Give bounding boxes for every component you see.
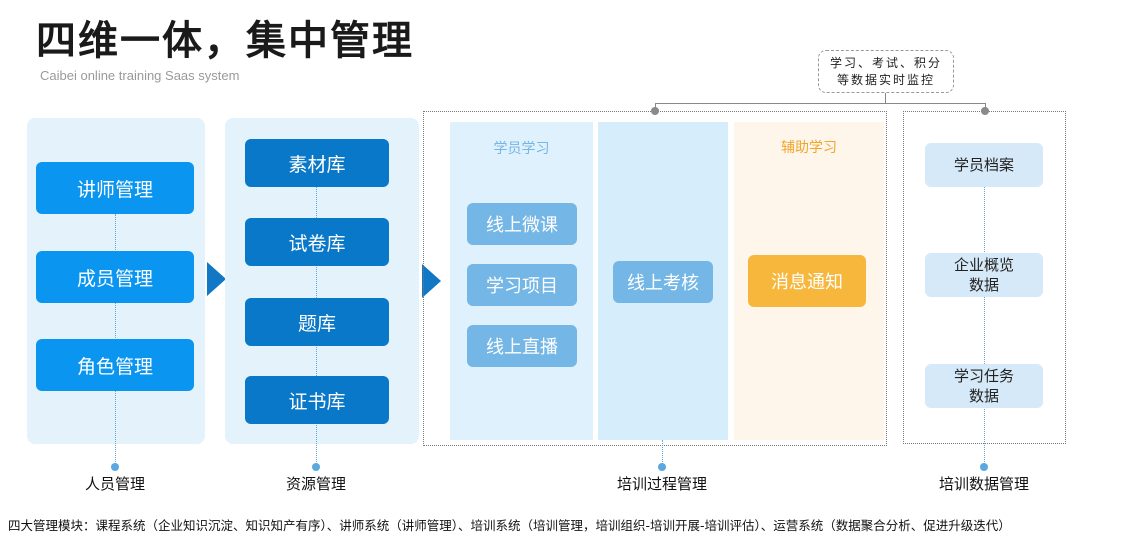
exam-paper-library-button[interactable]: 试卷库 (245, 218, 389, 266)
resource-label: 资源管理 (285, 475, 346, 493)
learning-task-box[interactable]: 学习任务 数据 (925, 364, 1043, 408)
online-live-button[interactable]: 线上直播 (467, 325, 577, 367)
bracket-stem (885, 93, 886, 103)
page-title: 四维一体，集中管理 (36, 18, 414, 64)
certificate-library-button[interactable]: 证书库 (245, 376, 389, 424)
lecturer-management-button[interactable]: 讲师管理 (36, 162, 194, 214)
student-archive-line1: 学员档案 (953, 156, 1014, 174)
assist-learning-header: 辅助学习 (781, 140, 837, 156)
callout-line2: 等数据实时监控 (836, 72, 935, 87)
online-microcourse-button[interactable]: 线上微课 (467, 203, 577, 245)
bracket-right-dot (981, 107, 989, 115)
footer-description: 四大管理模块：课程系统（企业知识沉淀、知识知产有序）、讲师系统（讲师管理）、培训… (8, 518, 1011, 533)
arrow-right-icon (422, 264, 441, 298)
personnel-endpoint-dot (111, 463, 119, 471)
bracket-left-dot (651, 107, 659, 115)
data-label: 培训数据管理 (938, 475, 1029, 493)
personnel-label: 人员管理 (84, 475, 145, 493)
message-notification-button[interactable]: 消息通知 (748, 255, 866, 307)
student-archive-box[interactable]: 学员档案 (925, 143, 1043, 187)
learning-task-line2: 数据 (968, 387, 999, 405)
enterprise-overview-line2: 数据 (968, 276, 999, 294)
enterprise-overview-line1: 企业概览 (953, 256, 1014, 274)
data-endpoint-dot (980, 463, 988, 471)
monitoring-callout: 学习、考试、积分 等数据实时监控 (818, 50, 954, 93)
data-connector (984, 186, 985, 468)
learning-task-line1: 学习任务 (953, 367, 1014, 385)
process-label: 培训过程管理 (616, 475, 707, 493)
bracket-bar (655, 103, 985, 104)
bracket-left-leg (655, 103, 656, 109)
online-exam-button[interactable]: 线上考核 (613, 261, 713, 303)
callout-line1: 学习、考试、积分 (829, 55, 942, 70)
process-endpoint-dot (658, 463, 666, 471)
material-library-button[interactable]: 素材库 (245, 139, 389, 187)
question-bank-button[interactable]: 题库 (245, 298, 389, 346)
role-management-button[interactable]: 角色管理 (36, 339, 194, 391)
resource-endpoint-dot (312, 463, 320, 471)
member-management-button[interactable]: 成员管理 (36, 251, 194, 303)
bracket-right-leg (985, 103, 986, 109)
process-connector (662, 440, 663, 468)
page-subtitle: Caibei online training Saas system (40, 68, 240, 83)
arrow-right-icon (207, 262, 226, 296)
student-learning-header: 学员学习 (493, 141, 550, 157)
enterprise-overview-box[interactable]: 企业概览 数据 (925, 253, 1043, 297)
learning-project-button[interactable]: 学习项目 (467, 264, 577, 306)
